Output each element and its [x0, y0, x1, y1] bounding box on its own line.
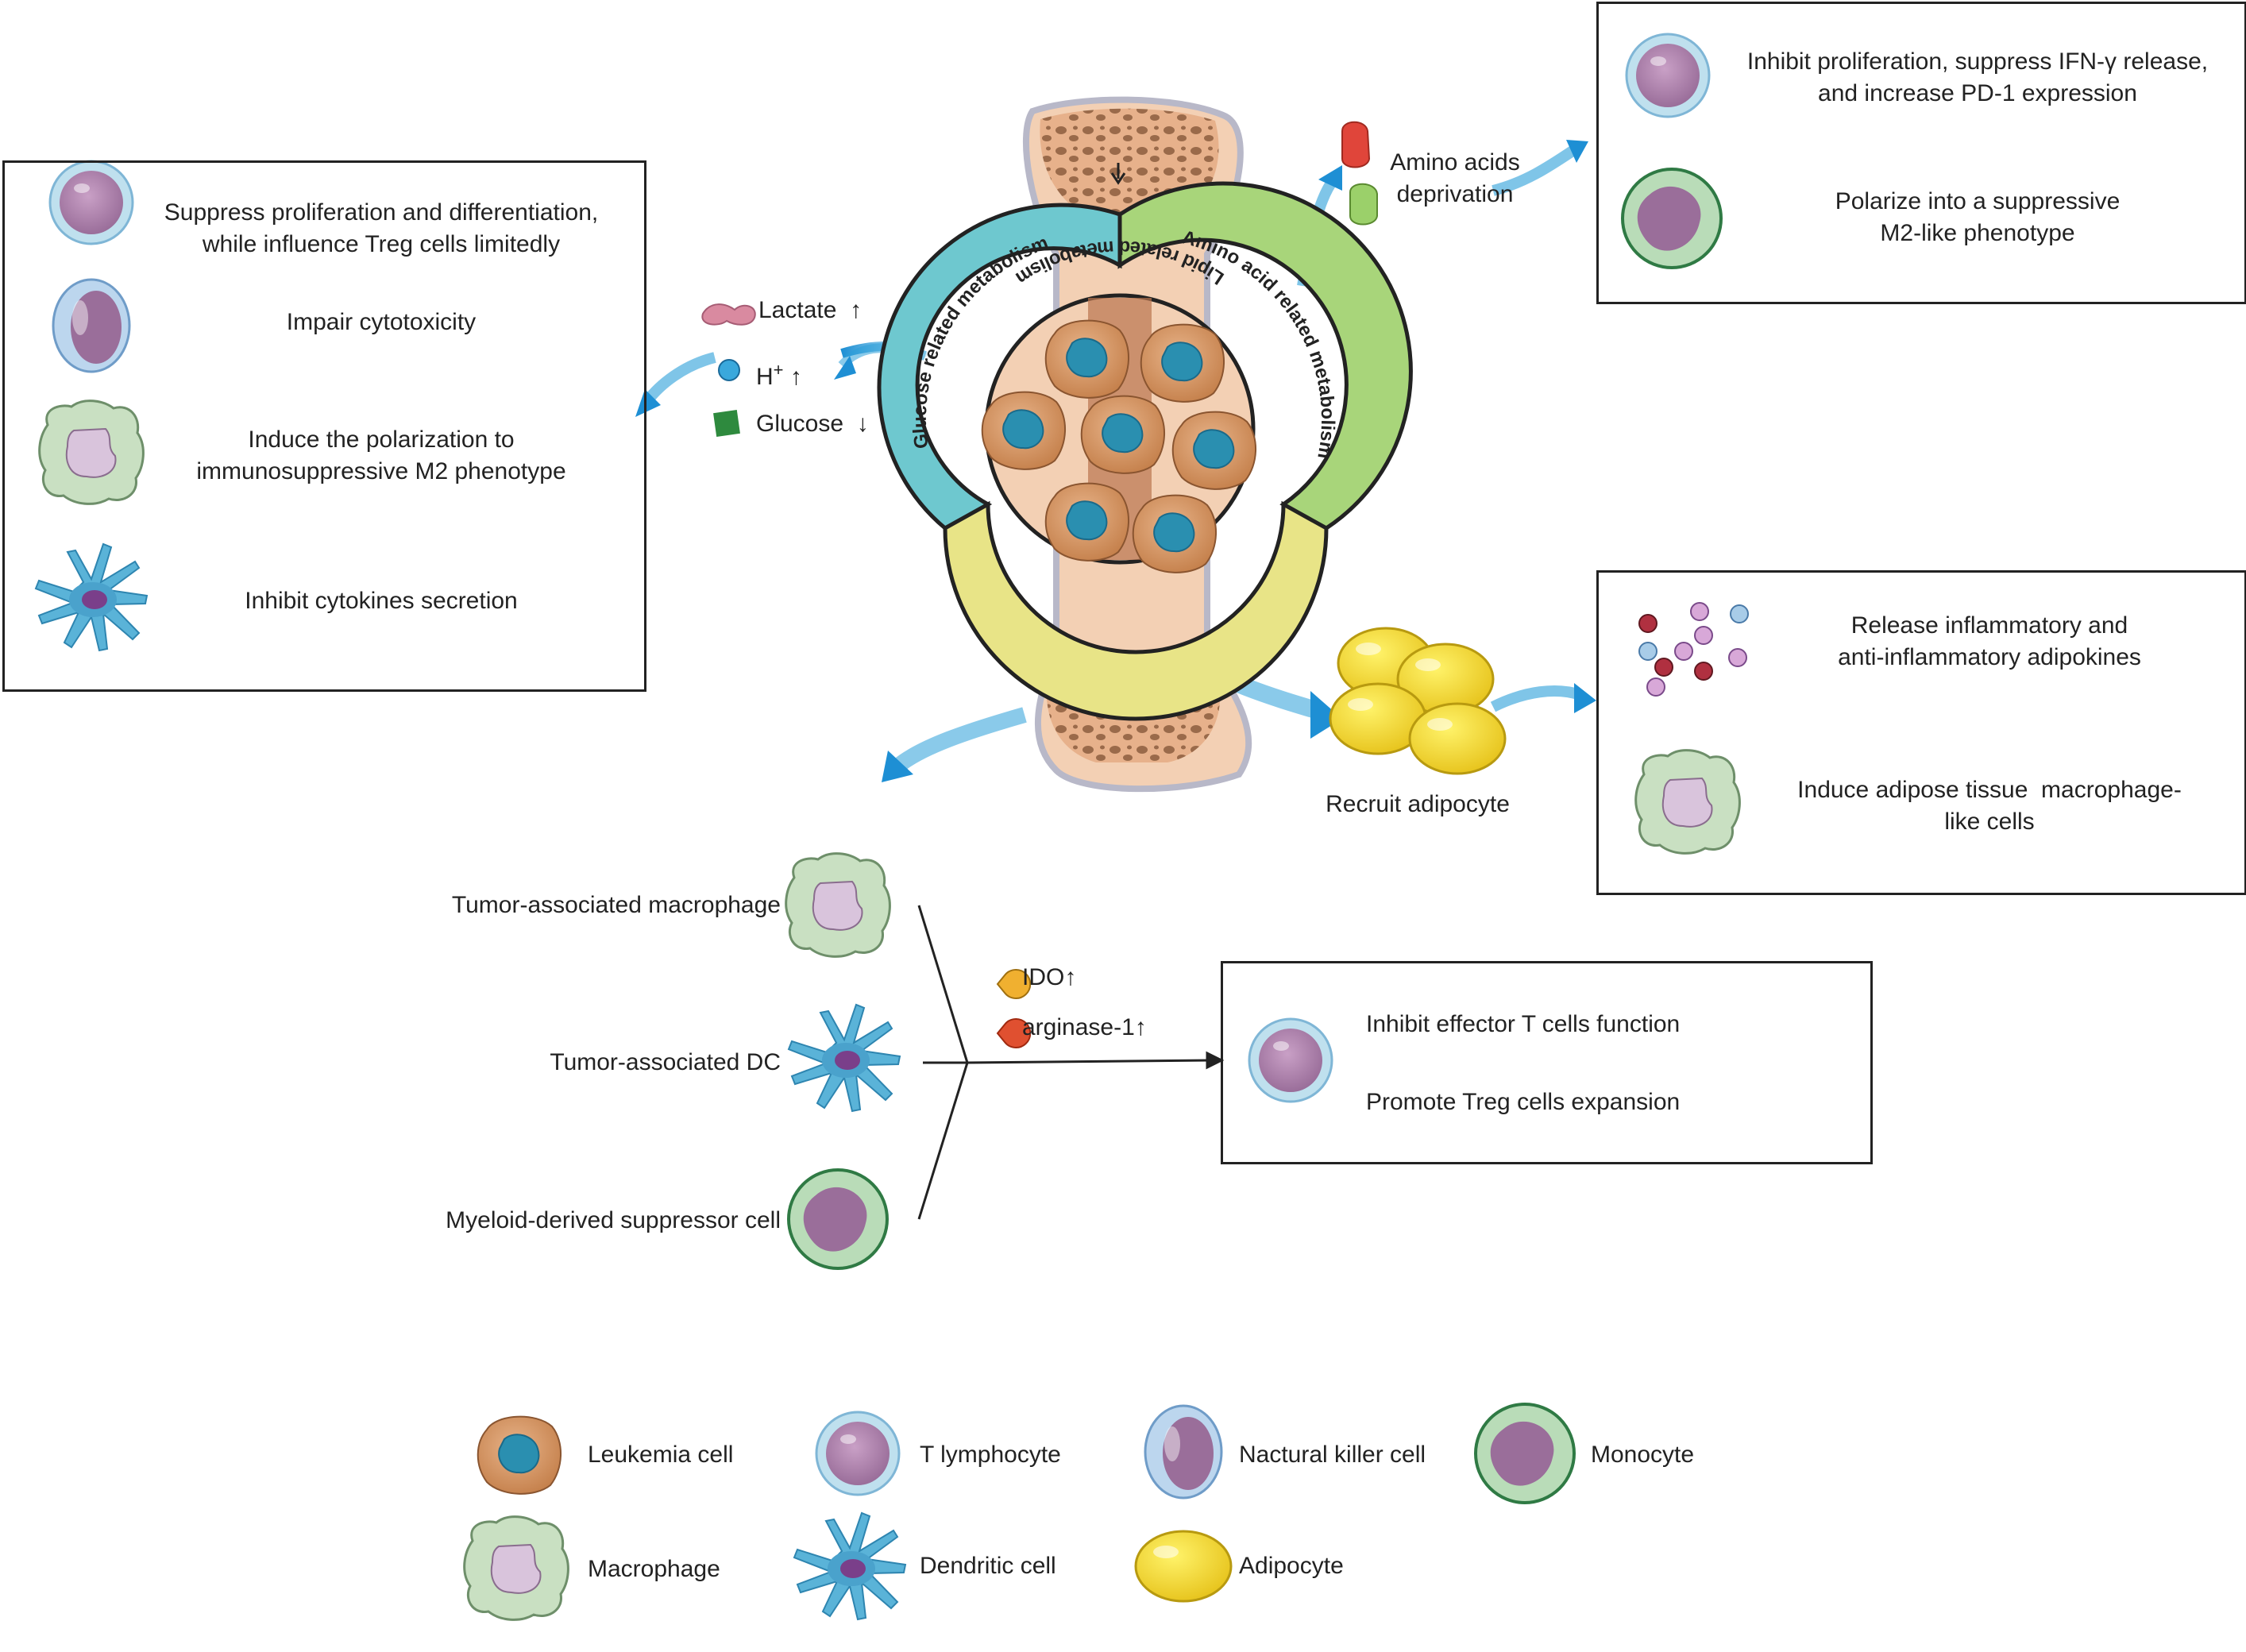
legend-t-lymphocyte-icon [815, 1411, 901, 1496]
lactate-icon [701, 303, 756, 326]
left-box-t-cell-effect: Suppress proliferation and differentiati… [164, 199, 599, 257]
legend-monocyte-label: Monocyte [1591, 1442, 1695, 1468]
legend-dendritic-label: Dendritic cell [920, 1553, 1056, 1579]
legend-monocyte-icon [1474, 1403, 1576, 1504]
promote-treg-expansion: Promote Treg cells expansion [1366, 1089, 1681, 1115]
adipocyte-cluster [1329, 627, 1507, 775]
glucose-branch-icons [701, 303, 756, 437]
leukemia-cell [1132, 494, 1218, 573]
inhibit-effector-t-cells: Inhibit effector T cells function [1366, 1011, 1681, 1037]
adipose-macrophage-effect: Induce adipose tissue macrophage- like c… [1797, 777, 2182, 835]
left-effects-box [2, 160, 646, 692]
tam-icon [785, 852, 891, 958]
ido-label: IDO↑ [1022, 964, 1077, 990]
legend-t-lymphocyte-label: T lymphocyte [920, 1442, 1061, 1468]
lactate-label: Lactate ↑ [758, 296, 862, 325]
converging-lines [917, 905, 1225, 1220]
recruit-adipocyte-label: Recruit adipocyte [1326, 791, 1510, 817]
amino-acid-green-icon [1349, 183, 1378, 226]
legend-macrophage-label: Macrophage [588, 1556, 720, 1582]
mdsc-icon [787, 1168, 889, 1270]
leukemia-cell [1080, 395, 1166, 474]
adipokines-effect: Release inflammatory and anti-inflammato… [1838, 612, 2141, 670]
legend-leukemia-icon [477, 1415, 562, 1495]
up-arrow-symbol: ↑ [789, 364, 802, 390]
proton-superscript: + [773, 360, 784, 380]
glucose-label: Glucose ↓ [756, 410, 869, 438]
down-arrow-symbol: ↓ [856, 411, 869, 437]
amino-acid-icons [1341, 121, 1378, 226]
lactate-text: Lactate [758, 297, 837, 323]
glucose-square-icon [713, 410, 740, 437]
legend-leukemia-label: Leukemia cell [588, 1442, 734, 1468]
top-right-t-cell-effect: Inhibit proliferation, suppress IFN-γ re… [1746, 48, 2209, 106]
top-right-effects-box [1596, 2, 2246, 304]
legend-adipocyte-icon [1134, 1530, 1233, 1603]
tadc-icon [788, 1004, 901, 1112]
top-right-monocyte-effect: Polarize into a suppressive M2-like phen… [1835, 188, 2121, 246]
mid-right-effects-box [1596, 570, 2246, 895]
leukemia-cell [1140, 323, 1225, 403]
mdsc-label: Myeloid-derived suppressor cell [446, 1207, 781, 1233]
bottom-effects-box [1221, 961, 1873, 1164]
proton-icon [718, 359, 740, 381]
legend-dendritic-icon [793, 1512, 906, 1620]
legend-nk-icon [1144, 1404, 1223, 1500]
tadc-label: Tumor-associated DC [550, 1049, 781, 1075]
leukemia-cell [1171, 411, 1257, 490]
amino-acid-red-icon [1341, 121, 1371, 168]
legend-nk-label: Nactural killer cell [1239, 1442, 1426, 1468]
ido-icon [996, 969, 1032, 999]
left-box-dc-effect: Inhibit cytokines secretion [245, 588, 518, 614]
adipokine-dots [1638, 602, 1749, 697]
glucose-text: Glucose [756, 411, 844, 437]
legend-macrophage-icon [463, 1515, 569, 1621]
legend-adipocyte-label: Adipocyte [1239, 1553, 1344, 1579]
left-box-macrophage-effect: Induce the polarization to immunosuppres… [196, 427, 566, 484]
arginase-icon [996, 1018, 1032, 1048]
left-box-nk-effect: Impair cytotoxicity [286, 309, 477, 335]
leukemia-cell [1044, 319, 1130, 399]
leukemia-cell [981, 391, 1067, 470]
amino-acids-deprivation-label: Amino acids deprivation [1390, 149, 1520, 207]
proton-label: H+ ↑ [756, 356, 802, 392]
leukemia-cell [1044, 482, 1130, 562]
proton-text: H [756, 364, 774, 390]
tam-label: Tumor-associated macrophage [451, 892, 781, 918]
up-arrow-symbol: ↑ [850, 297, 863, 323]
arginase-label: arginase-1↑ [1022, 1014, 1147, 1040]
